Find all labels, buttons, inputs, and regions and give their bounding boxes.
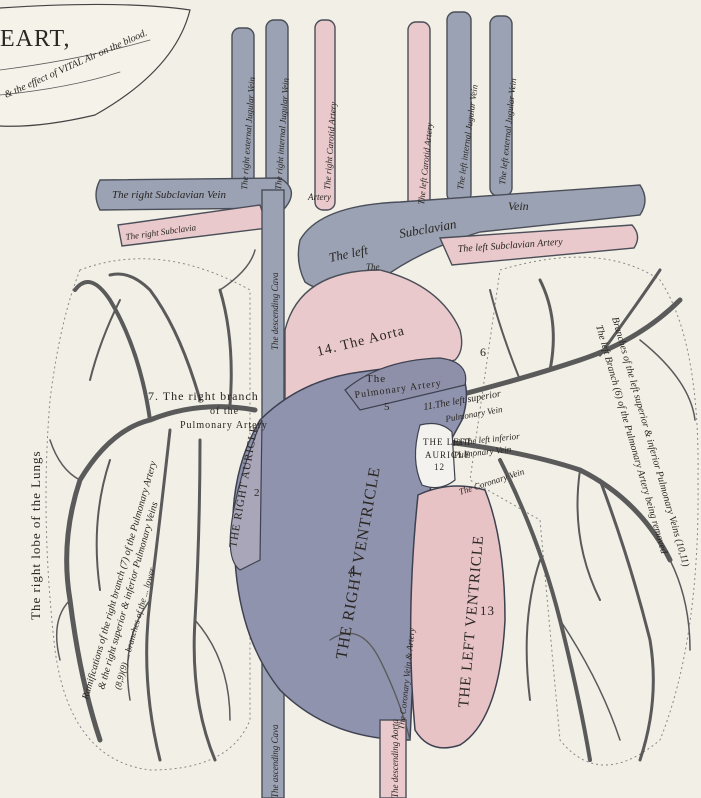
left-lung-outline [470,257,698,765]
label-left-auricle-num: 12 [434,462,445,472]
label-pulmonary-1: The [366,373,386,385]
label-descending-cava: The descending Cava [270,272,280,350]
label-right-lobe: The right lobe of the Lungs [28,450,43,620]
label-left-subclavian-3: Vein [508,199,529,213]
label-pulmonary-num: 5 [384,401,391,413]
label-right-branch-2: of the [210,406,239,417]
label-ascending-cava: The ascending Cava [270,724,280,798]
label-descending-aorta: The descending Aorta [390,719,400,798]
label-right-subclavian-vein: The right Subclavian Vein [112,189,226,201]
title-cartouche: EART, & the effect of VITAL Air on the b… [0,4,190,126]
label-right-branch-1: 7. The right branch [148,389,259,403]
label-left-ventricle-num: 13 [480,603,495,618]
label-right-auricle-num: 2 [254,487,261,499]
label-artery-fragment: Artery [307,192,331,202]
label-small-the: The [366,262,380,272]
label-num-6: 6 [480,345,487,359]
label-right-ventricle-num: 4 [348,563,357,580]
label-left-auricle-2: AURICLE [425,450,471,460]
label-left-auricle-1: THE LEFT [423,437,472,447]
title-fragment: EART, [0,26,70,52]
